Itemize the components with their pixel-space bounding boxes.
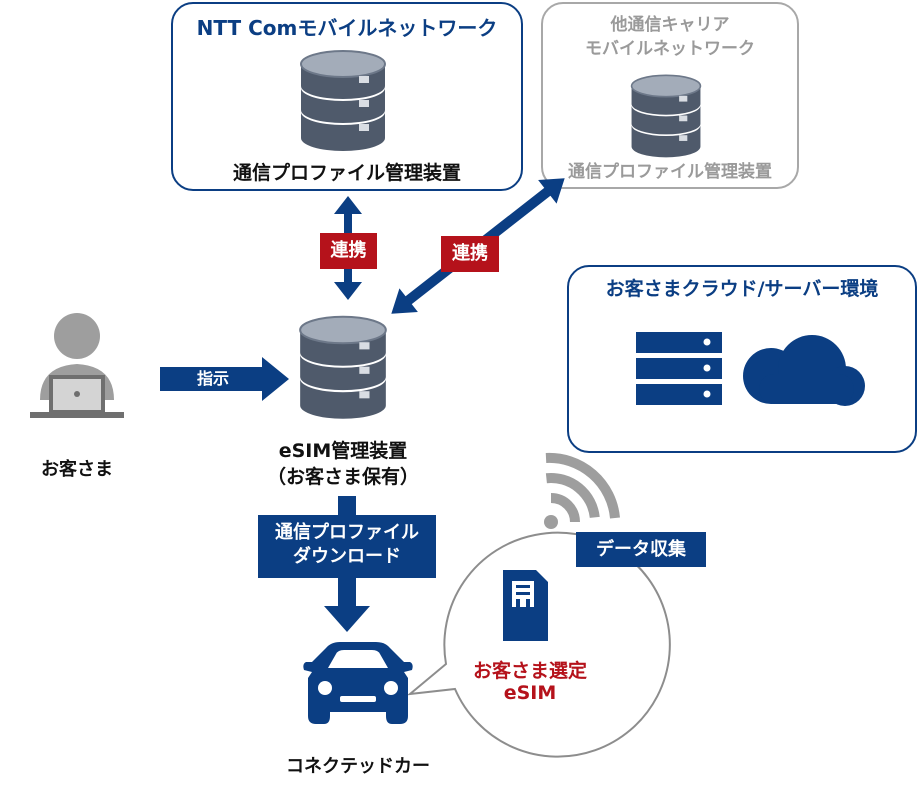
customer-cloud-title: お客さまクラウド/サーバー環境 xyxy=(605,278,879,300)
other-carrier-device-label: 通信プロファイル管理装置 xyxy=(568,162,772,182)
ntt-network-box xyxy=(171,2,523,191)
other-carrier-title-line2: モバイルネットワーク xyxy=(585,39,755,59)
data-collection-tag: データ収集 xyxy=(576,532,706,567)
esim-speech-bubble xyxy=(406,531,671,758)
customer-cloud-box xyxy=(567,265,917,453)
instruction-arrow xyxy=(160,357,289,401)
esim-bubble-label-line2: eSIM xyxy=(503,682,557,704)
esim-manager-database-icon xyxy=(299,315,387,420)
other-carrier-box xyxy=(541,2,799,189)
instruction-tag: 指示 xyxy=(196,369,229,388)
esim-bubble-label-line1: お客さま選定 xyxy=(472,660,587,682)
server-icon xyxy=(636,332,722,405)
ntt-network-title: NTT Comモバイルネットワーク xyxy=(196,16,498,40)
other-carrier-database-icon xyxy=(630,74,702,159)
ntt-database-icon xyxy=(300,50,386,152)
carrier-link-tag: 連携 xyxy=(441,236,499,272)
ntt-device-label: 通信プロファイル管理装置 xyxy=(232,162,461,184)
user-laptop-icon xyxy=(30,313,124,418)
esim-manager-label-line1: eSIM管理装置 xyxy=(278,440,408,462)
other-carrier-title-line1: 他通信キャリア xyxy=(610,15,730,35)
car-label: コネクテッドカー xyxy=(286,756,430,777)
download-label-line2: ダウンロード xyxy=(293,546,401,567)
esim-manager-label-line2: （お客さま保有） xyxy=(266,466,419,488)
download-label-line1: 通信プロファイル xyxy=(275,522,419,543)
customer-label: お客さま xyxy=(41,459,113,480)
sim-card-icon xyxy=(503,570,548,641)
car-icon xyxy=(303,642,413,724)
cloud-icon xyxy=(743,335,865,406)
download-tag: 通信プロファイル ダウンロード xyxy=(258,515,436,578)
wifi-signal-icon xyxy=(544,452,620,529)
ntt-link-tag: 連携 xyxy=(320,233,377,269)
